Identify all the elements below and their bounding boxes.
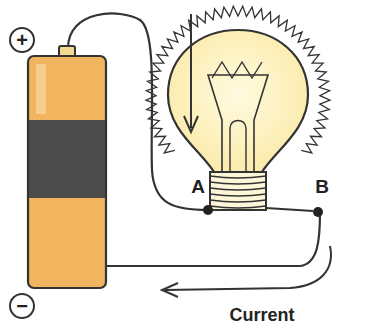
plus-sign: + xyxy=(16,30,28,50)
thread-line xyxy=(210,188,266,190)
minus-circle xyxy=(10,294,34,318)
current-arrowhead xyxy=(162,283,178,297)
current-arrow-down xyxy=(190,14,192,128)
filament-support xyxy=(208,75,268,172)
thread-line xyxy=(210,206,266,208)
thread-line xyxy=(210,194,266,196)
terminal-a xyxy=(203,205,213,215)
wire-b-lead xyxy=(266,208,313,211)
current-label: Current xyxy=(229,306,294,324)
thread-line xyxy=(210,176,266,178)
thread-line xyxy=(210,182,266,184)
battery-shine xyxy=(36,64,46,114)
bulb-threads xyxy=(210,176,266,208)
terminal-label: B xyxy=(315,177,329,196)
battery-body xyxy=(28,56,106,288)
filament xyxy=(212,62,262,78)
battery-band xyxy=(29,120,105,198)
minus-sign: − xyxy=(16,296,28,316)
terminal-b xyxy=(313,207,323,217)
bulb-glass xyxy=(168,30,308,172)
bulb-base xyxy=(210,172,266,210)
plus-circle xyxy=(10,28,34,52)
thread-line xyxy=(210,200,266,202)
current-arrow-left xyxy=(165,246,331,290)
bulb-stem xyxy=(230,121,246,173)
terminal-label: A xyxy=(191,177,205,196)
current-arrowhead xyxy=(184,116,198,132)
